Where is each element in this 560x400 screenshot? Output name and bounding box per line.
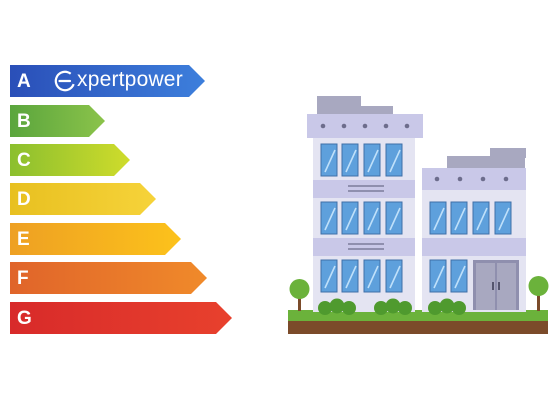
rating-letter-g: G bbox=[17, 308, 32, 329]
window-glare-right bbox=[433, 207, 510, 289]
rating-letter-c: C bbox=[17, 150, 31, 171]
rating-band-a: A xpertpower bbox=[10, 65, 205, 97]
rating-band-f: F bbox=[10, 262, 207, 294]
rating-band-c: C bbox=[10, 144, 130, 176]
rating-arrow-c bbox=[10, 144, 130, 176]
window-glare bbox=[324, 149, 401, 289]
window-grid-left bbox=[320, 143, 403, 293]
rating-arrow-e bbox=[10, 223, 181, 255]
rating-band-b: B bbox=[10, 105, 105, 137]
brand-name: xpertpower bbox=[77, 68, 183, 91]
rating-letter-f: F bbox=[17, 268, 29, 289]
rating-arrow-g bbox=[10, 302, 232, 334]
rating-letter-a: A bbox=[17, 71, 31, 92]
rating-arrow-b bbox=[10, 105, 105, 137]
rating-band-d: D bbox=[10, 183, 156, 215]
ground-grass bbox=[288, 310, 548, 321]
rating-band-g: G bbox=[10, 302, 232, 334]
expertpower-logo: xpertpower bbox=[54, 65, 183, 97]
hedge-bushes bbox=[318, 298, 466, 315]
rating-letter-e: E bbox=[17, 229, 30, 250]
rooftop-structure bbox=[317, 96, 526, 168]
tree-right bbox=[528, 276, 549, 311]
rating-letter-d: D bbox=[17, 189, 31, 210]
building-illustration bbox=[288, 96, 549, 334]
ground-soil bbox=[288, 320, 548, 334]
entrance-door bbox=[473, 260, 519, 310]
rating-letter-b: B bbox=[17, 111, 31, 132]
rating-band-e: E bbox=[10, 223, 181, 255]
window-grid-right bbox=[429, 201, 512, 293]
e-logo-icon bbox=[54, 70, 76, 92]
rating-arrow-f bbox=[10, 262, 207, 294]
rating-arrow-d bbox=[10, 183, 156, 215]
tree-left bbox=[289, 279, 310, 311]
